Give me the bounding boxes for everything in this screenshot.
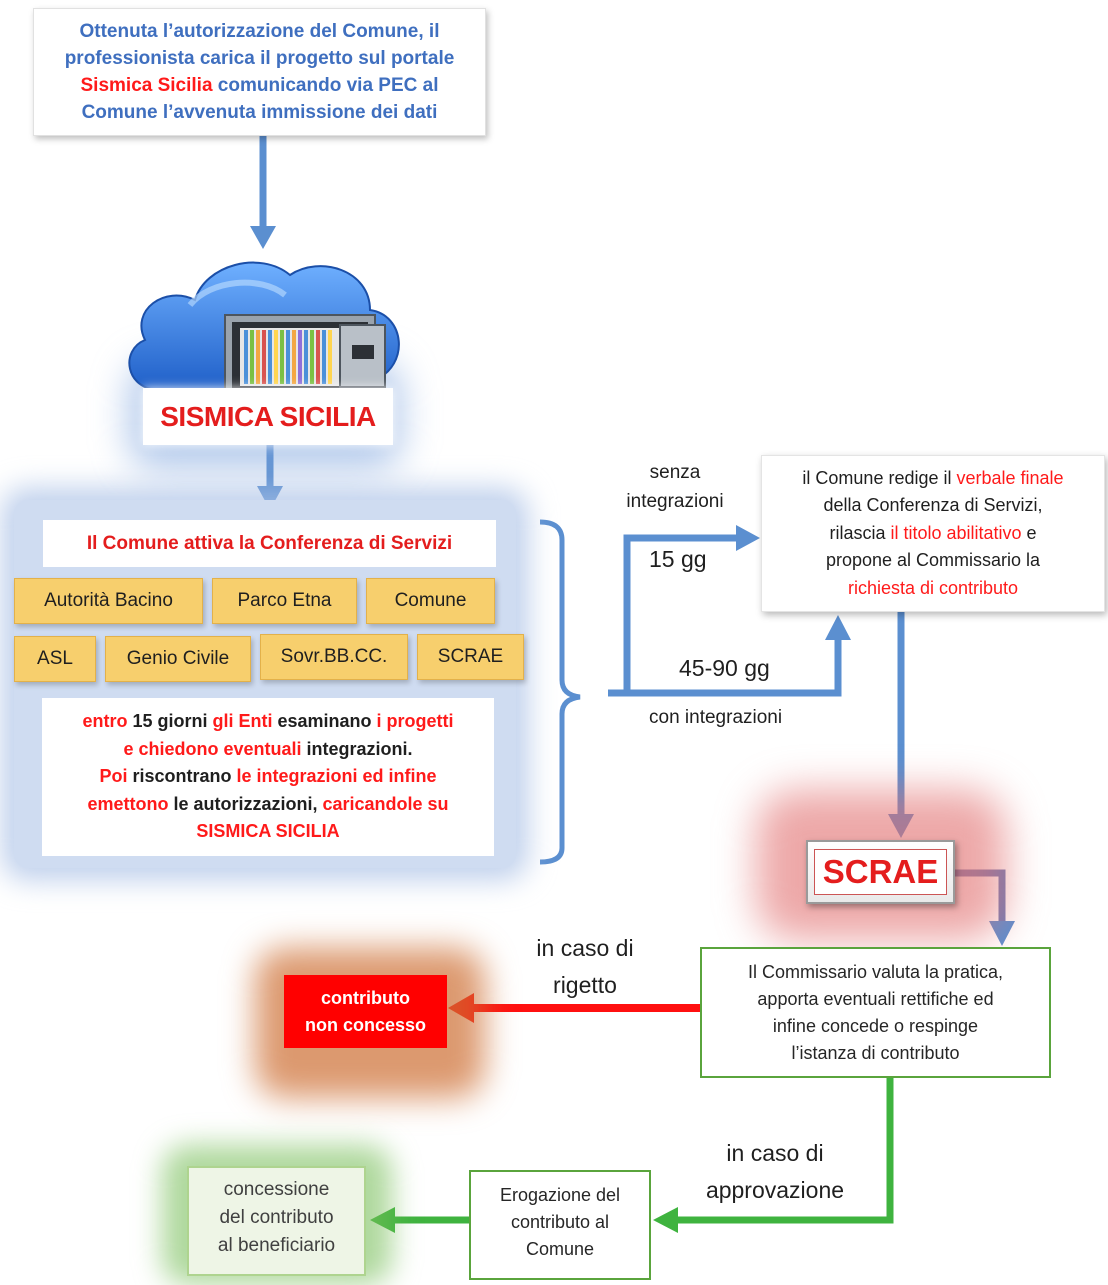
concessione-box: concessione del contributo al beneficiar…	[187, 1166, 366, 1276]
contributo-non-concesso-box: contributo non concesso	[284, 975, 447, 1048]
intro-line-4: Comune l’avvenuta immissione dei dati	[81, 102, 438, 123]
note-text: le autorizzazioni,	[168, 793, 318, 814]
erogazione-text: Comune	[525, 1239, 595, 1259]
days-45-90-label: 45-90 gg	[679, 655, 770, 681]
verbale-text: della Conferenza di Servizi,	[823, 495, 1043, 516]
note-text: esaminano	[272, 711, 377, 731]
note-text: le integrazioni ed infine	[231, 766, 437, 786]
commissario-text: l’istanza di contributo	[791, 1042, 960, 1063]
portal-label: SISMICA SICILIA	[143, 388, 393, 445]
arrowhead-commissario	[989, 921, 1015, 946]
arrowhead-con	[825, 615, 851, 640]
enti-note: entro 15 giorni gli Enti esaminano i pro…	[42, 698, 494, 856]
note-text: Poi	[99, 766, 128, 786]
intro-box: Ottenuta l’autorizzazione del Comune, il…	[33, 8, 486, 136]
arrowhead-senza	[736, 525, 760, 551]
ente-parco-etna: Parco Etna	[212, 578, 357, 624]
note-text: emettono	[87, 793, 169, 814]
note-text: i progetti	[376, 711, 454, 731]
rigetto-label-line: rigetto	[553, 972, 617, 998]
verbale-text: verbale finale	[956, 467, 1064, 488]
ente-scrae: SCRAE	[417, 634, 524, 680]
concessione-text: concessione	[223, 1179, 330, 1200]
arrow-con-integrazioni	[627, 635, 842, 697]
concessione-text: al beneficiario	[217, 1235, 336, 1256]
verbale-text: il titolo abilitativo	[890, 522, 1022, 543]
intro-line-2: professionista carica il progetto sul po…	[64, 48, 455, 69]
approvazione-label-line: in caso di	[726, 1140, 824, 1166]
senza-label-line: integrazioni	[626, 491, 724, 512]
rigetto-label-line: in caso di	[536, 935, 634, 961]
concessione-text: del contributo	[219, 1207, 334, 1228]
commissario-text: Il Commissario valuta la pratica,	[747, 961, 1004, 982]
days-15-label: 15 gg	[649, 546, 707, 572]
approvazione-label: in caso di approvazione	[685, 1135, 865, 1209]
conference-title: Il Comune attiva la Conferenza di Serviz…	[43, 520, 496, 567]
note-text: e chiedono eventuali	[123, 738, 302, 759]
ente-sovr-bbcc: Sovr.BB.CC.	[260, 634, 408, 680]
rigetto-label: in caso di rigetto	[505, 930, 665, 1004]
scrae-box: SCRAE	[806, 840, 955, 904]
senza-label-line: senza	[649, 462, 701, 483]
cloud-archive-icon	[128, 261, 400, 396]
ente-genio-civile: Genio Civile	[105, 636, 251, 682]
arrow-approvazione	[674, 1078, 894, 1224]
note-text: 15 giorni	[132, 711, 208, 731]
arrow-senza-integrazioni	[623, 534, 740, 693]
commissario-box: Il Commissario valuta la pratica, apport…	[700, 947, 1051, 1078]
rejection-text: non concesso	[304, 1014, 427, 1035]
arrowhead-portal	[250, 226, 276, 249]
erogazione-box: Erogazione del contributo al Comune	[469, 1170, 651, 1280]
commissario-text: apporta eventuali rettifiche ed	[757, 988, 994, 1009]
note-text: integrazioni.	[301, 738, 413, 759]
verbale-text: il Comune redige il	[802, 467, 957, 488]
intro-portal-name: Sismica Sicilia	[80, 75, 213, 96]
intro-line-1: Ottenuta l’autorizzazione del Comune, il	[79, 21, 440, 42]
erogazione-text: contributo al	[510, 1212, 610, 1232]
con-integrazioni-label: con integrazioni	[649, 707, 783, 728]
arrowhead-erogazione	[653, 1207, 678, 1233]
note-text: riscontrano	[127, 766, 232, 786]
ente-asl: ASL	[14, 636, 96, 682]
note-text: entro	[82, 711, 133, 731]
approvazione-label-line: approvazione	[705, 1177, 845, 1203]
rejection-text: contributo	[321, 987, 410, 1008]
scrae-label: SCRAE	[813, 849, 948, 895]
verbale-text: e	[1021, 522, 1037, 543]
note-text: gli Enti	[207, 711, 273, 731]
intro-line-3: comunicando via PEC al	[212, 75, 439, 96]
commissario-text: infine concede o respinge	[772, 1015, 979, 1036]
verbale-text: richiesta di contributo	[847, 577, 1019, 598]
erogazione-text: Erogazione del	[499, 1185, 621, 1205]
verbale-text: propone al Commissario la	[825, 550, 1041, 571]
ente-comune: Comune	[366, 578, 495, 624]
conference-brace	[539, 519, 581, 865]
verbale-box: il Comune redige il verbale finale della…	[761, 455, 1105, 612]
verbale-text: rilascia	[829, 522, 891, 543]
ente-autorita-bacino: Autorità Bacino	[14, 578, 203, 624]
note-text: caricandole su	[317, 793, 449, 814]
senza-integrazioni-label: senza integrazioni	[610, 458, 740, 516]
note-text: SISMICA SICILIA	[196, 821, 340, 841]
